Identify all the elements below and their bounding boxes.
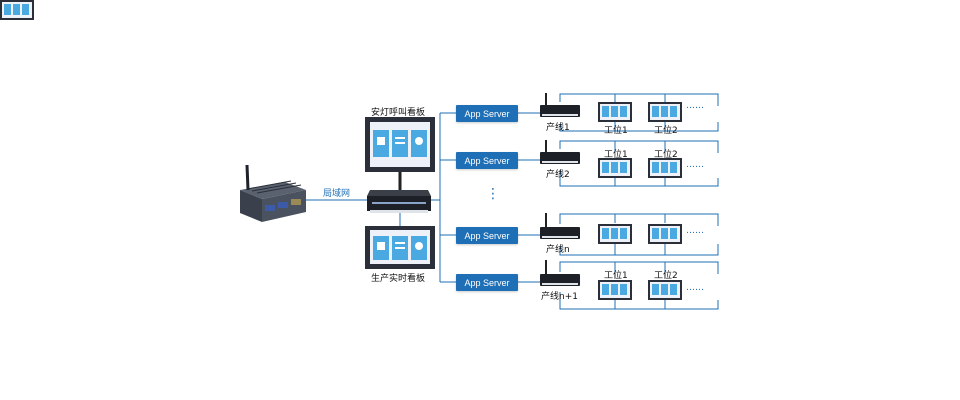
line-label: 产线2 xyxy=(546,170,570,180)
horizontal-ellipsis: …… xyxy=(686,283,704,293)
line-label: 产线n xyxy=(546,245,570,255)
horizontal-ellipsis: …… xyxy=(686,160,704,170)
station-label: 工位2 xyxy=(654,150,678,160)
app-server-button[interactable]: App Server xyxy=(456,105,518,122)
station-label: 工位2 xyxy=(654,271,678,281)
gateway-device-icon xyxy=(240,164,306,222)
station-label: 工位1 xyxy=(604,271,628,281)
line-label: 产线1 xyxy=(546,123,570,133)
station-monitor-icon xyxy=(0,0,682,300)
andon-board-icon xyxy=(365,117,435,172)
app-server-button[interactable]: App Server xyxy=(456,227,518,244)
line-router-icon xyxy=(540,93,580,286)
station-label: 工位1 xyxy=(604,150,628,160)
production-board-label: 生产实时看板 xyxy=(371,274,426,284)
station-label: 工位1 xyxy=(604,126,628,136)
line-label: 产线n+1 xyxy=(541,292,578,302)
vertical-ellipsis: ⋮ xyxy=(486,186,500,202)
app-server-button[interactable]: App Server xyxy=(456,152,518,169)
andon-board-label: 安灯呼叫看板 xyxy=(371,108,426,118)
horizontal-ellipsis: …… xyxy=(686,101,704,111)
production-board-icon xyxy=(365,226,435,269)
horizontal-ellipsis: …… xyxy=(686,226,704,236)
central-router-icon xyxy=(367,167,431,213)
station-label: 工位2 xyxy=(654,126,678,136)
app-server-button[interactable]: App Server xyxy=(456,274,518,291)
lan-label: 局域网 xyxy=(323,189,351,199)
